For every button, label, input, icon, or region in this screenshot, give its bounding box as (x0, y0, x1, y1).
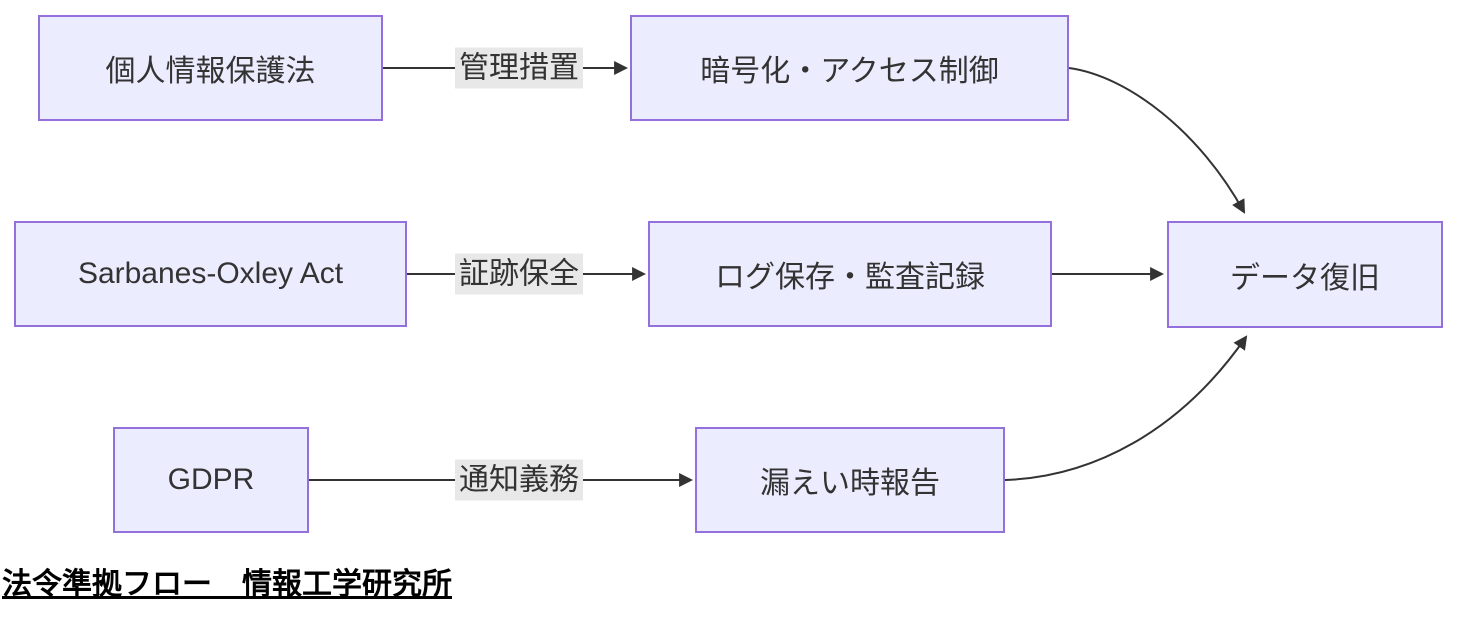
edge-label-evidence-preservation: 証跡保全 (455, 253, 583, 295)
node-personal-info-protection-law: 個人情報保護法 (38, 15, 383, 121)
diagram-caption: 法令準拠フロー 情報工学研究所 (2, 568, 452, 601)
node-encryption-access-control: 暗号化・アクセス制御 (630, 15, 1069, 121)
edge-roei-to-fukkyu (1004, 335, 1248, 481)
node-breach-report: 漏えい時報告 (695, 427, 1005, 533)
node-sarbanes-oxley-act: Sarbanes-Oxley Act (14, 221, 407, 327)
edge-label-notification-obligation: 通知義務 (455, 459, 583, 501)
node-data-recovery: データ復旧 (1167, 221, 1443, 328)
edge-angoka-to-fukkyu (1068, 67, 1246, 214)
node-gdpr: GDPR (113, 427, 309, 533)
node-log-retention-audit-records: ログ保存・監査記録 (648, 221, 1052, 327)
edge-label-management-measures: 管理措置 (455, 47, 583, 89)
